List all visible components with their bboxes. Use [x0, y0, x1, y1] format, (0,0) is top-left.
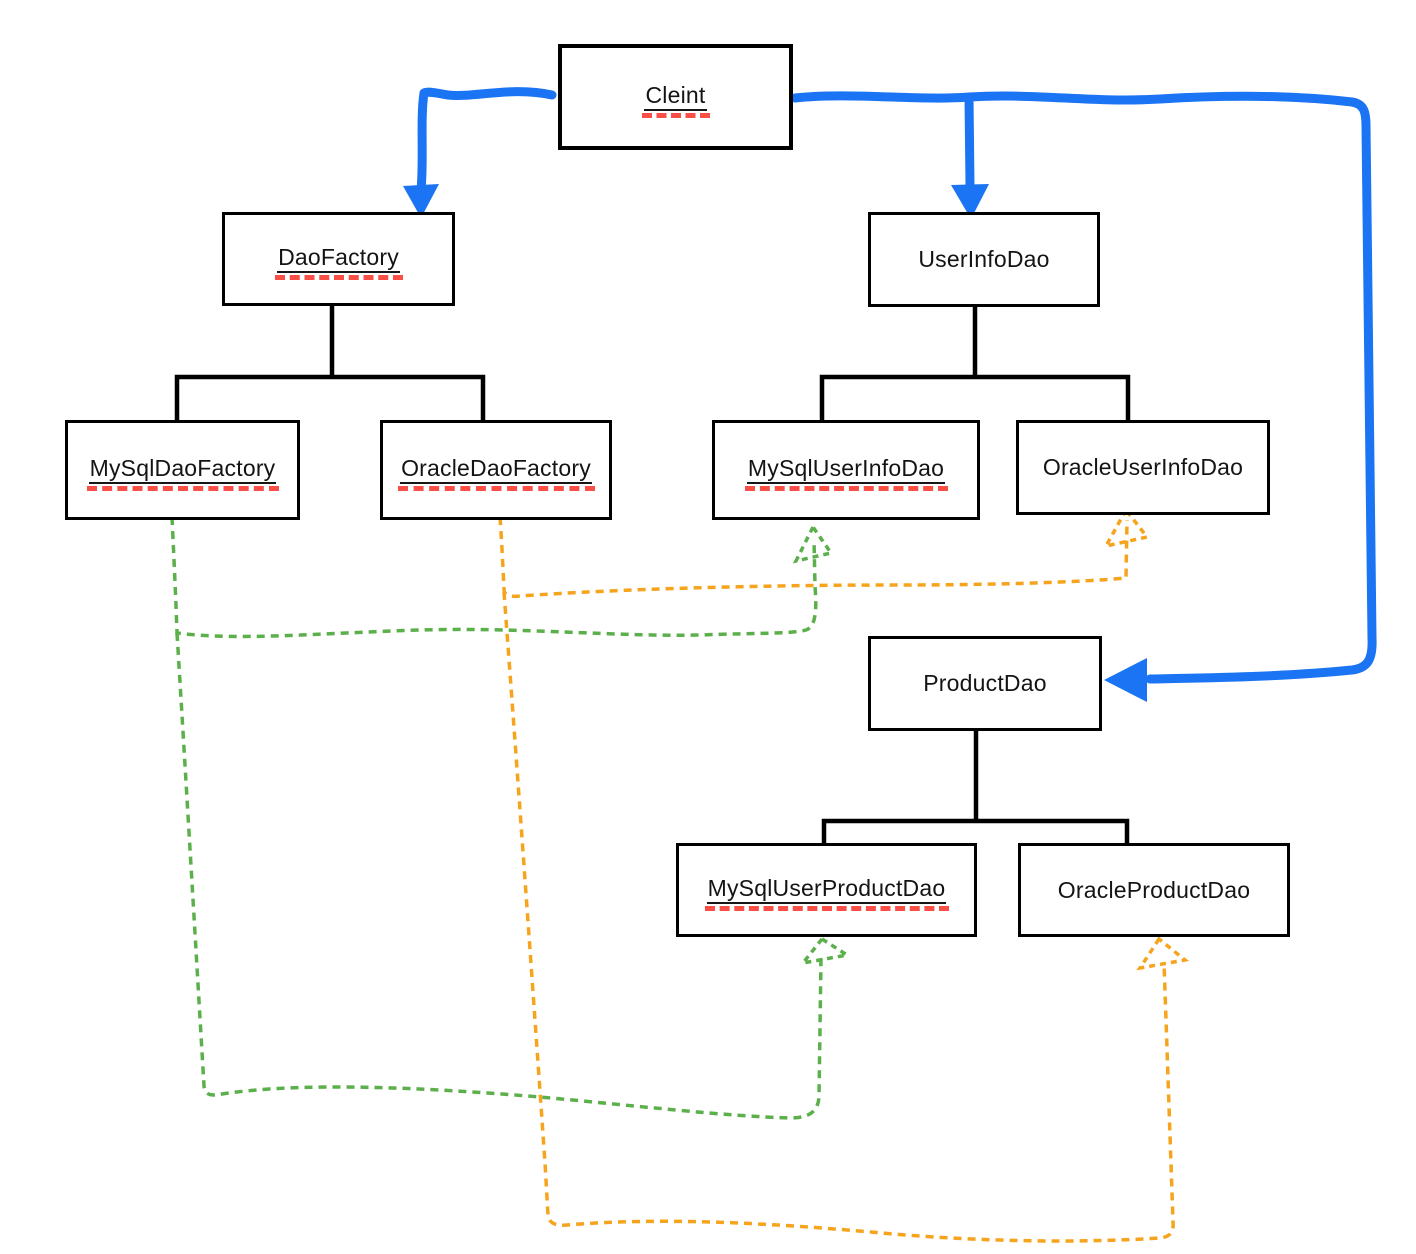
client-arrows	[416, 87, 1377, 684]
mysqldaofactory-to-mysqluserinfodao-arrow	[170, 516, 818, 639]
orange-arrowhead-product	[1136, 936, 1190, 971]
tree-daofactory-connector	[174, 305, 486, 420]
node-oracleuserinfodao-label: OracleUserInfoDao	[1042, 454, 1244, 481]
node-oracleproductdao-label: OracleProductDao	[1057, 876, 1251, 903]
node-mysqluserinfodao-label: MySqlUserInfoDao	[744, 456, 949, 492]
tree-userinfodao-connector	[819, 306, 1131, 420]
node-daofactory-label: DaoFactory	[275, 245, 403, 281]
green-arrowhead-product	[798, 936, 852, 966]
mysqldaofactory-to-mysqluserproductdao-arrow	[175, 632, 823, 1120]
node-oracleproductdao: OracleProductDao	[1018, 843, 1290, 937]
client-to-userinfodao-arrow	[790, 91, 1377, 684]
node-mysqldaofactory: MySqlDaoFactory	[65, 420, 300, 520]
oracledaofactory-to-oracleuserinfodao-arrow	[498, 516, 1129, 599]
node-mysqluserproductdao: MySqlUserProductDao	[676, 843, 977, 937]
node-oracledaofactory: OracleDaoFactory	[380, 420, 612, 520]
node-userinfodao-label: UserInfoDao	[918, 246, 1050, 273]
node-oracleuserinfodao: OracleUserInfoDao	[1016, 420, 1270, 515]
node-userinfodao: UserInfoDao	[868, 212, 1100, 307]
oracledaofactory-to-oracleproductdao-arrow	[502, 591, 1175, 1243]
node-client-label: Cleint	[642, 83, 710, 119]
node-productdao: ProductDao	[868, 636, 1102, 731]
client-arrowheads	[403, 184, 1147, 702]
client-to-daofactory-arrow	[416, 87, 557, 195]
oracle-factory-links	[498, 506, 1190, 1243]
mysql-factory-links	[170, 516, 852, 1120]
orange-arrowhead-userinfo	[1102, 506, 1151, 549]
arrowhead-userinfodao	[951, 184, 989, 219]
hierarchy-connectors	[174, 305, 1131, 843]
tree-productdao-connector	[821, 730, 1130, 843]
node-daofactory: DaoFactory	[222, 212, 455, 306]
node-productdao-label: ProductDao	[923, 670, 1047, 697]
node-mysqldaofactory-label: MySqlDaoFactory	[86, 456, 280, 492]
node-oracledaofactory-label: OracleDaoFactory	[398, 456, 595, 492]
node-mysqluserproductdao-label: MySqlUserProductDao	[704, 876, 950, 912]
arrowhead-productdao	[1104, 658, 1147, 702]
node-mysqluserinfodao: MySqlUserInfoDao	[712, 420, 980, 520]
green-arrowhead-userinfo	[792, 523, 834, 564]
node-client: Cleint	[558, 44, 793, 150]
arrowhead-daofactory	[403, 184, 439, 218]
